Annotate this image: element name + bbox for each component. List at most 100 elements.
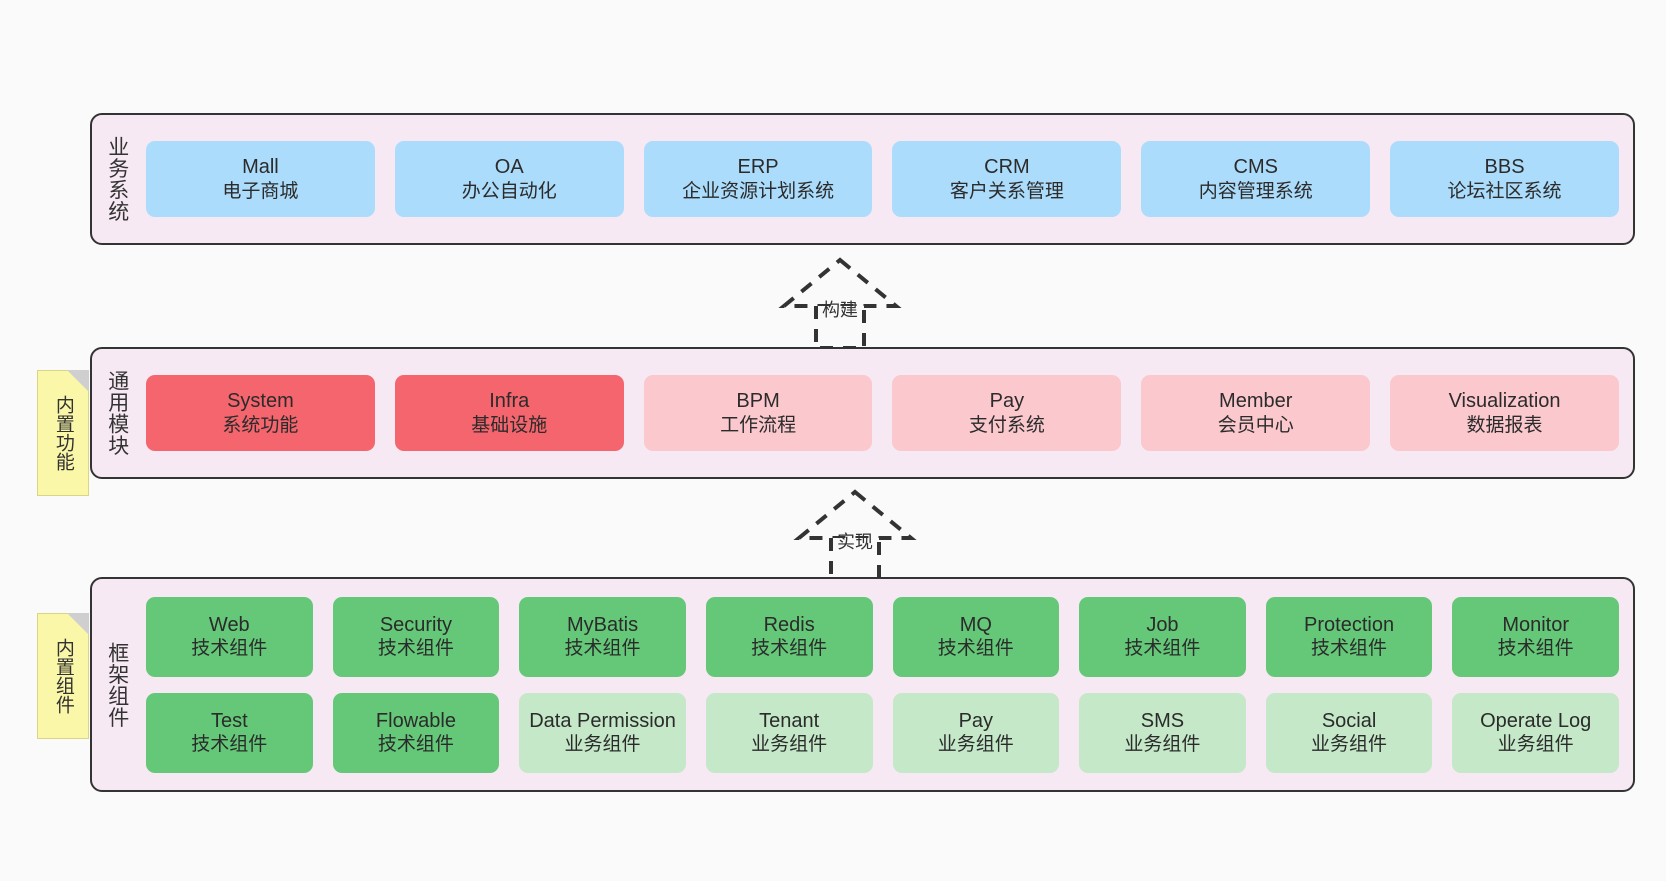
framework-item-sms[interactable]: SMS 业务组件 bbox=[1079, 692, 1246, 773]
item-name: Redis bbox=[763, 613, 815, 636]
framework-item-data-permission[interactable]: Data Permission 业务组件 bbox=[519, 692, 686, 773]
module-item-bpm[interactable]: BPM 工作流程 bbox=[643, 375, 873, 451]
framework-item-pay[interactable]: Pay 业务组件 bbox=[892, 692, 1060, 773]
item-name: Operate Log bbox=[1480, 709, 1592, 732]
item-desc: 技术组件 bbox=[1124, 638, 1201, 660]
module-item-system[interactable]: System 系统功能 bbox=[146, 375, 375, 451]
item-desc: 技术组件 bbox=[937, 638, 1014, 660]
item-name: Security bbox=[379, 613, 453, 636]
item-desc: 系统功能 bbox=[222, 414, 299, 436]
item-desc: 业务组件 bbox=[751, 734, 828, 756]
item-name: Mall bbox=[242, 156, 279, 179]
module-item-member[interactable]: Member 会员中心 bbox=[1141, 375, 1371, 451]
item-desc: 论坛社区系统 bbox=[1447, 180, 1562, 202]
arrow-realize: 实现 bbox=[765, 488, 945, 584]
arrow-realize-shape bbox=[793, 489, 917, 582]
item-desc: 支付系统 bbox=[968, 414, 1045, 436]
item-desc: 业务组件 bbox=[1124, 734, 1201, 756]
item-name: BPM bbox=[736, 390, 780, 413]
item-desc: 技术组件 bbox=[191, 734, 268, 756]
note-builtin-functions: 内置功能 bbox=[37, 370, 89, 496]
business-row: Mall 电子商城 OA 办公自动化 ERP 企业资源计划系统 CRM 客户关系… bbox=[146, 141, 1619, 217]
note-label: 内置功能 bbox=[52, 395, 74, 471]
framework-item-flowable[interactable]: Flowable 技术组件 bbox=[332, 692, 500, 773]
item-name: Web bbox=[208, 613, 250, 636]
item-desc: 业务组件 bbox=[564, 734, 641, 756]
item-desc: 业务组件 bbox=[1311, 734, 1388, 756]
business-item-erp[interactable]: ERP 企业资源计划系统 bbox=[643, 141, 873, 217]
item-name: Flowable bbox=[375, 709, 456, 732]
item-desc: 技术组件 bbox=[377, 734, 454, 756]
item-desc: 技术组件 bbox=[1311, 638, 1388, 660]
business-item-oa[interactable]: OA 办公自动化 bbox=[394, 141, 624, 217]
item-name: CRM bbox=[984, 156, 1030, 179]
business-item-mall[interactable]: Mall 电子商城 bbox=[146, 141, 375, 217]
modules-row: System 系统功能 Infra 基础设施 BPM 工作流程 Pay 支付系统… bbox=[146, 375, 1619, 451]
framework-item-protection[interactable]: Protection 技术组件 bbox=[1265, 596, 1433, 677]
item-name: Pay bbox=[958, 709, 994, 732]
framework-item-security[interactable]: Security 技术组件 bbox=[332, 596, 500, 677]
module-item-infra[interactable]: Infra 基础设施 bbox=[394, 375, 624, 451]
layer-business-systems: 业务系统 Mall 电子商城 OA 办公自动化 ERP 企业资源计划系统 CRM… bbox=[90, 113, 1635, 245]
business-item-crm[interactable]: CRM 客户关系管理 bbox=[892, 141, 1122, 217]
framework-row-1: Web 技术组件 Security 技术组件 MyBatis 技术组件 Redi… bbox=[146, 596, 1619, 677]
layer-business-body: Mall 电子商城 OA 办公自动化 ERP 企业资源计划系统 CRM 客户关系… bbox=[142, 115, 1633, 243]
item-name: OA bbox=[494, 156, 524, 179]
item-name: Protection bbox=[1304, 613, 1395, 636]
item-desc: 技术组件 bbox=[191, 638, 268, 660]
item-name: Monitor bbox=[1502, 613, 1570, 636]
item-name: SMS bbox=[1140, 709, 1185, 732]
layer-framework-body: Web 技术组件 Security 技术组件 MyBatis 技术组件 Redi… bbox=[142, 579, 1633, 790]
framework-item-mybatis[interactable]: MyBatis 技术组件 bbox=[519, 596, 686, 677]
framework-item-monitor[interactable]: Monitor 技术组件 bbox=[1452, 596, 1619, 677]
layer-modules-body: System 系统功能 Infra 基础设施 BPM 工作流程 Pay 支付系统… bbox=[142, 349, 1633, 477]
item-desc: 工作流程 bbox=[720, 414, 797, 436]
item-name: Data Permission bbox=[529, 709, 676, 732]
item-name: Tenant bbox=[759, 709, 820, 732]
item-desc: 客户关系管理 bbox=[949, 180, 1064, 202]
layer-framework-title: 框架组件 bbox=[105, 641, 129, 728]
item-name: System bbox=[227, 390, 294, 413]
arrow-build: 构建 bbox=[750, 256, 930, 352]
item-name: CMS bbox=[1233, 156, 1278, 179]
layer-modules-title: 通用模块 bbox=[105, 370, 129, 456]
framework-item-redis[interactable]: Redis 技术组件 bbox=[705, 596, 873, 677]
item-desc: 企业资源计划系统 bbox=[682, 180, 835, 202]
layer-common-modules: 通用模块 System 系统功能 Infra 基础设施 BPM 工作流程 Pay… bbox=[90, 347, 1635, 479]
framework-item-job[interactable]: Job 技术组件 bbox=[1079, 596, 1246, 677]
item-name: Infra bbox=[489, 390, 530, 413]
item-name: Test bbox=[210, 709, 248, 732]
framework-item-web[interactable]: Web 技术组件 bbox=[146, 596, 313, 677]
item-desc: 业务组件 bbox=[1497, 734, 1574, 756]
item-desc: 办公自动化 bbox=[461, 180, 557, 202]
item-desc: 会员中心 bbox=[1217, 414, 1294, 436]
item-name: Social bbox=[1321, 709, 1377, 732]
item-name: Visualization bbox=[1448, 390, 1561, 413]
item-name: Member bbox=[1219, 390, 1293, 413]
item-desc: 技术组件 bbox=[377, 638, 454, 660]
framework-item-social[interactable]: Social 业务组件 bbox=[1265, 692, 1433, 773]
layer-framework-components: 框架组件 Web 技术组件 Security 技术组件 MyBatis 技术组件… bbox=[90, 577, 1635, 792]
framework-item-operate-log[interactable]: Operate Log 业务组件 bbox=[1452, 692, 1619, 773]
item-name: BBS bbox=[1484, 156, 1525, 179]
item-desc: 数据报表 bbox=[1466, 414, 1543, 436]
framework-item-tenant[interactable]: Tenant 业务组件 bbox=[705, 692, 873, 773]
item-desc: 基础设施 bbox=[471, 414, 548, 436]
item-name: ERP bbox=[737, 156, 779, 179]
module-item-pay[interactable]: Pay 支付系统 bbox=[892, 375, 1122, 451]
module-item-visualization[interactable]: Visualization 数据报表 bbox=[1390, 375, 1619, 451]
item-name: Job bbox=[1146, 613, 1179, 636]
item-desc: 电子商城 bbox=[222, 180, 299, 202]
framework-item-test[interactable]: Test 技术组件 bbox=[146, 692, 313, 773]
item-name: Pay bbox=[989, 390, 1025, 413]
framework-item-mq[interactable]: MQ 技术组件 bbox=[892, 596, 1060, 677]
business-item-bbs[interactable]: BBS 论坛社区系统 bbox=[1390, 141, 1619, 217]
note-label: 内置组件 bbox=[52, 638, 74, 714]
item-desc: 技术组件 bbox=[751, 638, 828, 660]
item-name: MyBatis bbox=[567, 613, 639, 636]
business-item-cms[interactable]: CMS 内容管理系统 bbox=[1141, 141, 1371, 217]
item-name: MQ bbox=[959, 613, 992, 636]
arrow-build-shape bbox=[778, 257, 902, 350]
item-desc: 内容管理系统 bbox=[1198, 180, 1313, 202]
